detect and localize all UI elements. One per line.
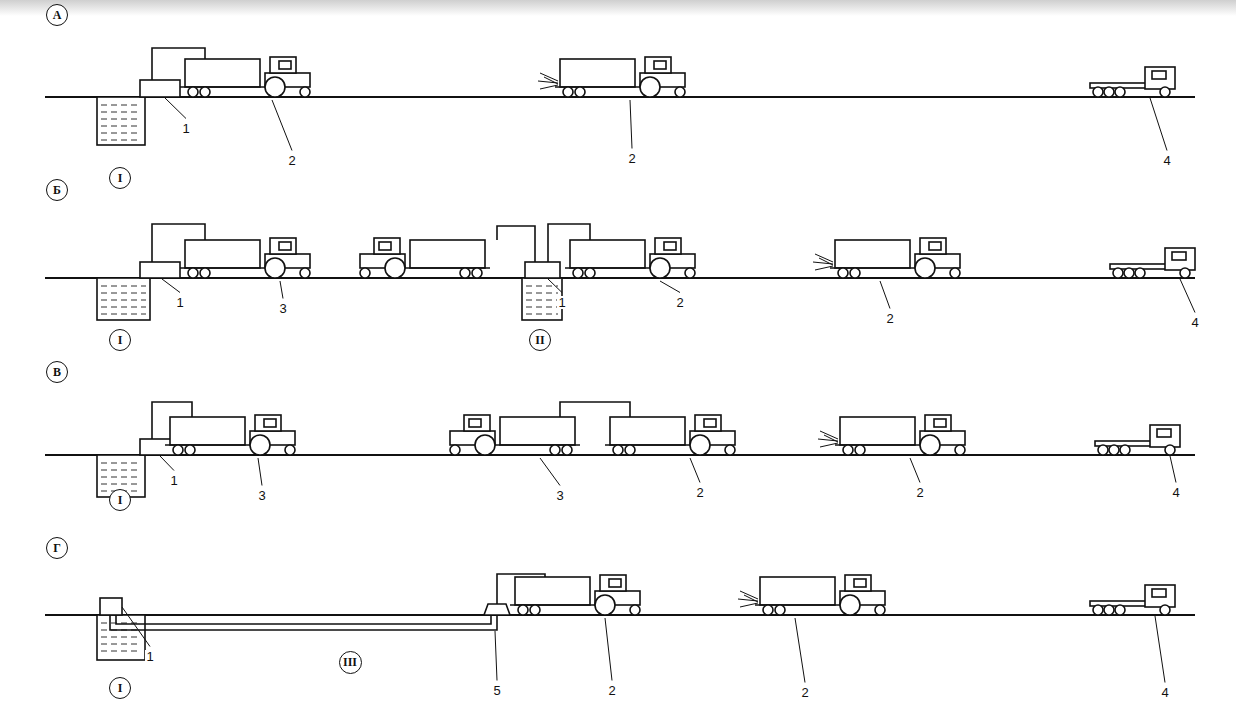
callout-number: 4 bbox=[1162, 154, 1171, 167]
leader-line bbox=[540, 458, 560, 486]
row-marker: Г bbox=[46, 537, 68, 559]
callout-number: 1 bbox=[181, 122, 190, 135]
row-marker: А bbox=[46, 4, 68, 26]
callout-number: 1 bbox=[557, 296, 566, 309]
row-marker: Б bbox=[46, 179, 68, 201]
callout-number: 2 bbox=[695, 486, 704, 499]
marker-text: В bbox=[53, 366, 61, 378]
leader-line bbox=[630, 100, 632, 149]
source-marker: II bbox=[529, 329, 551, 351]
leader-line bbox=[795, 618, 805, 683]
callout-number: 4 bbox=[1190, 316, 1199, 329]
leader-line bbox=[1150, 98, 1167, 151]
pipeline-marker: III bbox=[339, 651, 362, 674]
callout-number: 3 bbox=[257, 489, 266, 502]
leader-line bbox=[880, 281, 890, 309]
callout-number: 2 bbox=[885, 312, 894, 325]
leader-line bbox=[690, 458, 700, 483]
callout-number: 1 bbox=[175, 296, 184, 309]
callout-number: 1 bbox=[169, 474, 178, 487]
callout-number: 2 bbox=[627, 152, 636, 165]
source-marker: I bbox=[109, 167, 131, 189]
source-marker: I bbox=[109, 329, 131, 351]
marker-text: I bbox=[118, 172, 123, 184]
leader-line bbox=[272, 100, 292, 151]
leader-line bbox=[1170, 456, 1176, 483]
callout-number: 4 bbox=[1160, 686, 1169, 699]
leader-line bbox=[122, 607, 150, 647]
leader-line bbox=[910, 458, 920, 483]
leader-line bbox=[548, 279, 562, 293]
leader-line bbox=[165, 98, 186, 119]
source-marker: I bbox=[109, 489, 131, 511]
callout-number: 2 bbox=[800, 686, 809, 699]
marker-text: II bbox=[535, 334, 544, 346]
leader-line bbox=[258, 458, 262, 486]
marker-text: Г bbox=[53, 542, 61, 554]
callout-number: 3 bbox=[278, 302, 287, 315]
leader-line bbox=[605, 618, 612, 681]
leader-line bbox=[660, 281, 680, 293]
source-marker: I bbox=[109, 677, 131, 699]
row-marker: В bbox=[46, 361, 68, 383]
marker-text: А bbox=[53, 9, 62, 21]
callout-number: 3 bbox=[555, 489, 564, 502]
leader-line bbox=[495, 631, 497, 681]
callout-number: 2 bbox=[675, 296, 684, 309]
marker-text: I bbox=[118, 682, 123, 694]
marker-text: III bbox=[343, 656, 357, 668]
callout-number: 1 bbox=[145, 650, 154, 663]
leader-line bbox=[160, 456, 174, 471]
marker-text: I bbox=[118, 494, 123, 506]
leader-line bbox=[1180, 279, 1195, 313]
marker-text: Б bbox=[53, 184, 61, 196]
callout-number: 5 bbox=[492, 684, 501, 697]
callout-number: 4 bbox=[1171, 486, 1180, 499]
callout-number: 2 bbox=[607, 684, 616, 697]
leader-line bbox=[162, 279, 180, 293]
leader-line bbox=[1155, 616, 1165, 683]
leader-line bbox=[280, 281, 283, 299]
callout-number: 2 bbox=[287, 154, 296, 167]
callout-number: 2 bbox=[915, 486, 924, 499]
marker-text: I bbox=[118, 334, 123, 346]
